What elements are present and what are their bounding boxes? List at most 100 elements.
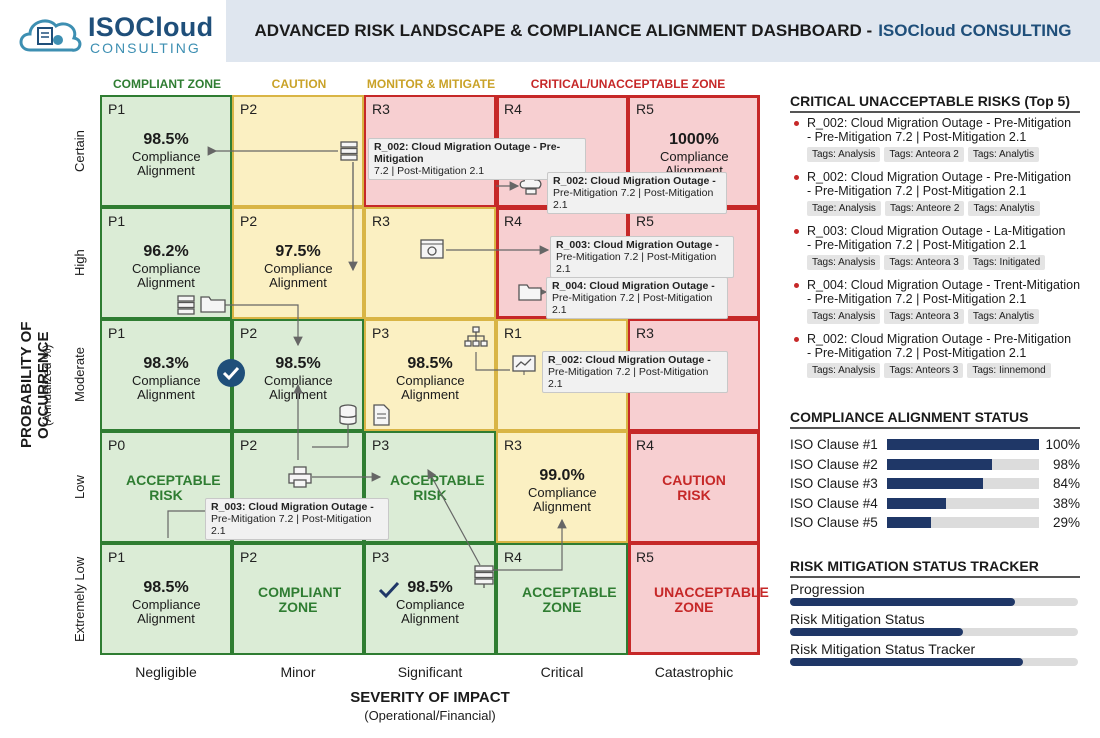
network-icon bbox=[464, 326, 488, 347]
risk-tag[interactable]: Tags: Analysis bbox=[807, 363, 881, 378]
risk-detail: - Pre-Mitigation 7.2 | Post-Mitigation 2… bbox=[807, 184, 1027, 198]
callout-detail: 7.2 | Post-Mitigation 2.1 bbox=[374, 165, 485, 177]
risk-tag[interactable]: Tags: Analytis bbox=[967, 147, 1040, 162]
cell-subtitle: Compliance Alignment bbox=[396, 597, 465, 626]
tracker-bar-fill bbox=[790, 598, 1015, 606]
risk-tag[interactable]: Tags: Analysis bbox=[807, 255, 881, 270]
callout-title: R_003: Cloud Migration Outage - bbox=[556, 239, 719, 251]
compliance-bar-fill bbox=[887, 439, 1039, 450]
check-badge-icon bbox=[217, 359, 245, 387]
brand-subtitle: CONSULTING bbox=[90, 40, 201, 56]
risk-tag[interactable]: Tags: Anteora 2 bbox=[884, 147, 964, 162]
cell-id: R3 bbox=[636, 325, 654, 341]
page-title: ADVANCED RISK LANDSCAPE & COMPLIANCE ALI… bbox=[226, 0, 1100, 62]
browser-gear-icon bbox=[420, 239, 444, 259]
cell-value: 98.3% bbox=[143, 355, 189, 372]
risk-tag[interactable]: Tags: Analysis bbox=[807, 147, 881, 162]
compliance-percent: 38% bbox=[1052, 495, 1080, 511]
compliance-percent: 98% bbox=[1052, 456, 1080, 472]
compliance-bar bbox=[887, 439, 1039, 450]
critical-risk-item[interactable]: R_004: Cloud Migration Outage - Trent-Mi… bbox=[792, 278, 1092, 324]
cell-value: 98.5% bbox=[275, 355, 321, 372]
risk-callout[interactable]: R_002: Cloud Migration Outage -Pre-Mitig… bbox=[542, 351, 728, 393]
callout-detail: Pre-Mitigation 7.2 | Post-Mitigation 2.1 bbox=[211, 513, 372, 537]
risk-name: R_002: Cloud Migration Outage - Pre-Miti… bbox=[792, 116, 1092, 130]
cell-subtitle: Compliance Alignment bbox=[132, 597, 201, 626]
cell-id: R4 bbox=[636, 437, 654, 453]
risk-tag[interactable]: Tags: Anteore 2 bbox=[884, 201, 965, 216]
column-label: Significant bbox=[397, 664, 463, 680]
cell-id: P2 bbox=[240, 325, 258, 341]
tracker-bar bbox=[790, 628, 1078, 636]
compliance-percent: 29% bbox=[1052, 515, 1080, 530]
risk-tag[interactable]: Tags: Anteora 3 bbox=[884, 309, 964, 324]
cell-value: 99.0% bbox=[539, 467, 585, 484]
cell-id: P0 bbox=[108, 437, 126, 453]
critical-risk-item[interactable]: R_003: Cloud Migration Outage - La-Mitig… bbox=[792, 224, 1092, 270]
printer-icon bbox=[288, 466, 312, 488]
cell-subtitle: Compliance Alignment bbox=[396, 373, 465, 402]
server-rack-icon bbox=[474, 565, 494, 588]
cell-id: R3 bbox=[372, 101, 390, 117]
compliance-label: ISO Clause #5 bbox=[790, 515, 878, 530]
risk-tag[interactable]: Tage: Analysis bbox=[807, 201, 881, 216]
compliance-percent: 100% bbox=[1045, 437, 1080, 452]
x-axis-subtitle: (Operational/Financial) bbox=[364, 708, 496, 723]
callout-title: R_003: Cloud Migration Outage - bbox=[211, 501, 374, 513]
cell-zone-label: ACCEPTABLE RISK bbox=[126, 472, 221, 503]
compliance-bar bbox=[887, 497, 1039, 509]
cell-subtitle: Compliance Alignment bbox=[132, 149, 201, 178]
monitor-chart-icon bbox=[512, 355, 536, 375]
cell-value: 98.5% bbox=[407, 579, 453, 596]
risk-tag[interactable]: Tags: Anteora 3 bbox=[884, 255, 964, 270]
matrix-cell[interactable]: R3 bbox=[364, 207, 496, 319]
cell-id: P1 bbox=[108, 213, 126, 229]
risk-callout[interactable]: R_003: Cloud Migration Outage -Pre-Mitig… bbox=[205, 498, 389, 540]
risk-tag[interactable]: Tags: Initigated bbox=[967, 255, 1046, 270]
critical-risks-title: CRITICAL UNACCEPTABLE RISKS (Top 5) bbox=[790, 93, 1070, 109]
risk-callout[interactable]: R_002: Cloud Migration Outage -Pre-Mitig… bbox=[547, 172, 727, 214]
database-icon bbox=[339, 404, 357, 425]
cell-id: R4 bbox=[504, 549, 522, 565]
server-icon bbox=[177, 295, 195, 315]
risk-callout[interactable]: R_003: Cloud Migration Outage -Pre-Mitig… bbox=[550, 236, 734, 278]
risk-tag[interactable]: Tags: Iinnemond bbox=[967, 363, 1051, 378]
risk-tag[interactable]: Tags: Anteors 3 bbox=[884, 363, 964, 378]
cell-id: P1 bbox=[108, 549, 126, 565]
compliance-bar-fill bbox=[887, 478, 983, 489]
cell-id: P2 bbox=[240, 437, 258, 453]
risk-tag[interactable]: Tags: Analytis bbox=[967, 309, 1040, 324]
cell-zone-label: UNACCEPTABLE ZONE bbox=[654, 584, 769, 615]
risk-name: R_002: Cloud Migration Outage - Pre-Miti… bbox=[792, 170, 1092, 184]
zone-label-monitor: MONITOR & MITIGATE bbox=[366, 77, 496, 91]
compliance-bar bbox=[887, 458, 1039, 470]
callout-detail: Pre-Mitigation 7.2 | Post-Mitigation 2.1 bbox=[556, 251, 717, 275]
risk-detail: - Pre-Mitigation 7.2 | Post-Mitigation 2… bbox=[807, 292, 1027, 306]
critical-risk-item[interactable]: R_002: Cloud Migration Outage - Pre-Miti… bbox=[792, 116, 1092, 162]
risk-tag[interactable]: Tags: Analysis bbox=[807, 309, 881, 324]
risk-callout[interactable]: R_004: Cloud Migration Outage -Pre-Mitig… bbox=[546, 277, 728, 319]
critical-risk-item[interactable]: R_002: Cloud Migration Outage - Pre-Miti… bbox=[792, 170, 1092, 216]
critical-risk-item[interactable]: R_002: Cloud Migration Outage - Pre-Miti… bbox=[792, 332, 1092, 378]
compliance-percent: 84% bbox=[1052, 476, 1080, 491]
server-icon bbox=[340, 141, 358, 161]
risk-detail: - Pre-Mitigation 7.2 | Post-Mitigation 2… bbox=[807, 238, 1027, 252]
tracker-title: RISK MITIGATION STATUS TRACKER bbox=[790, 558, 1039, 574]
callout-title: R_002: Cloud Migration Outage - Pre-Miti… bbox=[374, 141, 561, 165]
risk-tag[interactable]: Tags: Analytis bbox=[968, 201, 1040, 216]
tracker-label: Risk Mitigation Status bbox=[790, 611, 925, 627]
compliance-bar-fill bbox=[887, 458, 992, 470]
cell-id: R5 bbox=[636, 549, 654, 565]
risk-callout[interactable]: R_002: Cloud Migration Outage - Pre-Miti… bbox=[368, 138, 586, 180]
x-axis-title: SEVERITY OF IMPACT bbox=[350, 689, 510, 706]
